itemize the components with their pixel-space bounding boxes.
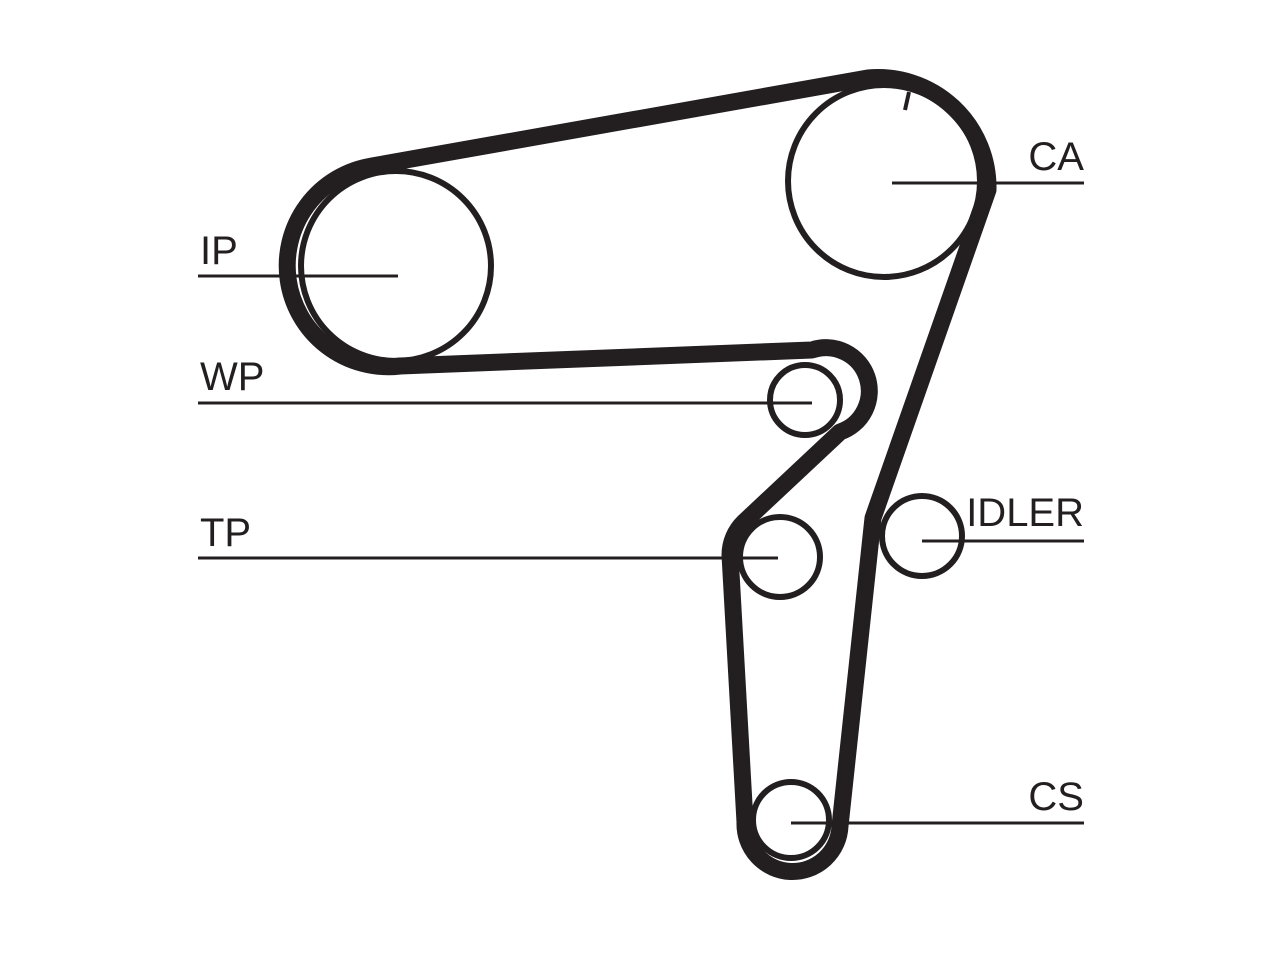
ca-timing-mark — [903, 91, 911, 111]
label-ca: CA — [1028, 135, 1084, 179]
label-cs: CS — [1028, 775, 1084, 819]
wp-pulley — [767, 362, 843, 438]
label-tp: TP — [200, 511, 251, 555]
timing-belt — [278, 69, 997, 880]
label-wp: WP — [200, 355, 264, 399]
cs-pulley — [750, 779, 832, 861]
ca-pulley — [785, 82, 983, 280]
ip-pulley — [298, 168, 494, 364]
label-ip: IP — [200, 229, 238, 273]
label-idler: IDLER — [966, 491, 1084, 535]
idler-pulley — [879, 493, 965, 579]
